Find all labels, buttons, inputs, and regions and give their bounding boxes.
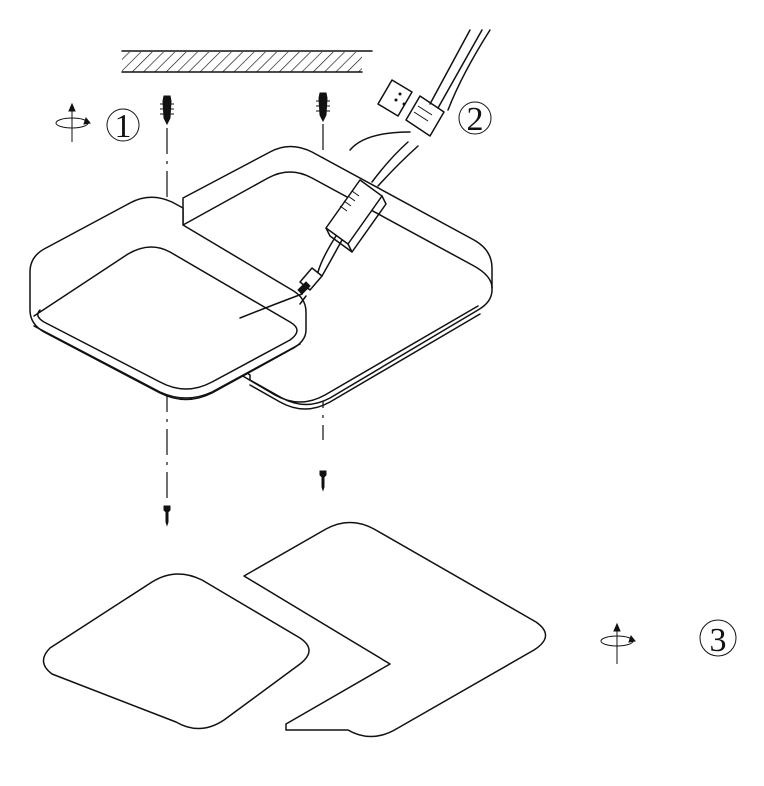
step-2-marker: 2: [458, 101, 492, 138]
diffuser-cover-right: [243, 521, 547, 738]
wall-anchor-right: [316, 92, 330, 123]
screw-right: [319, 470, 327, 492]
step-1-marker: 1: [55, 102, 140, 145]
step-3-label: 3: [710, 622, 727, 659]
ceiling: [121, 50, 373, 73]
led-driver-assembly: [239, 29, 491, 319]
step-3-marker: 3: [600, 619, 737, 664]
diffuser-cover-left: [42, 573, 310, 730]
light-panel-front: [29, 196, 307, 401]
screw-left: [163, 505, 171, 527]
step-2-label: 2: [467, 101, 484, 138]
step-1-label: 1: [115, 108, 132, 145]
rotate-icon: [600, 622, 636, 664]
rotate-icon: [55, 102, 91, 142]
wall-anchor-left: [160, 95, 174, 126]
